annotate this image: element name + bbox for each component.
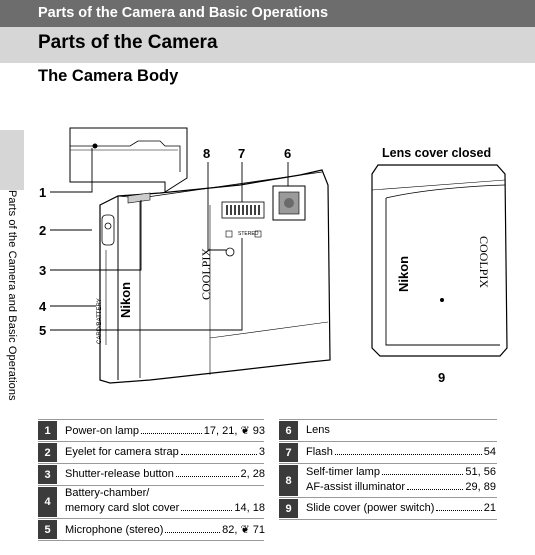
table-divider (279, 419, 497, 420)
callout-9: 9 (438, 370, 445, 385)
table-divider (279, 463, 497, 464)
row-entry: Flash 54 (306, 446, 496, 458)
table-row: 3 Shutter-release button 2, 28 (38, 465, 266, 484)
table-row: 7 Flash 54 (279, 443, 497, 462)
row-label: AF-assist illuminator (306, 481, 406, 493)
row-pages: 2, 28 (240, 468, 265, 480)
table-row: 1 Power-on lamp 17, 21, ❦ 93 (38, 421, 266, 440)
row-number: 9 (279, 499, 298, 518)
row-number: 1 (38, 421, 57, 440)
row-pages: 21 (483, 502, 496, 514)
row-number: 2 (38, 443, 57, 462)
table-divider (279, 441, 497, 442)
callout-6: 6 (284, 146, 291, 161)
row-pages: 54 (483, 446, 496, 458)
row-label: Eyelet for camera strap (65, 446, 179, 458)
top-view-inset (69, 127, 188, 193)
section-header-text: Parts of the Camera and Basic Operations (38, 5, 329, 21)
section-title: The Camera Body (38, 67, 179, 85)
row-label: Shutter-release button (65, 468, 174, 480)
row-pages: 29, 89 (465, 481, 496, 493)
row-number: 3 (38, 465, 57, 484)
callout-8: 8 (203, 146, 210, 161)
row-pages: 82, ❦ 71 (222, 524, 265, 536)
row-pages: 14, 18 (234, 502, 265, 514)
row-label: Self-timer lamp (306, 466, 380, 478)
callout-2: 2 (39, 223, 46, 238)
row-label: memory card slot cover (65, 502, 180, 514)
lens (272, 185, 306, 221)
page-title-bar: Parts of the Camera (0, 27, 535, 63)
table-divider (38, 419, 264, 420)
table-divider (279, 519, 497, 520)
table-divider (38, 485, 264, 486)
row-entry: Self-timer lamp 51, 56 (306, 466, 496, 478)
table-row: 8 Self-timer lamp 51, 56 AF-assist illumi… (279, 465, 497, 496)
closed-camera-model: COOLPIX (477, 236, 491, 288)
self-timer-lamp (225, 230, 262, 257)
row-pages: 17, 21, ❦ 93 (203, 425, 265, 437)
row-entry: Power-on lamp 17, 21, ❦ 93 (65, 424, 265, 437)
row-number: 7 (279, 443, 298, 462)
callout-4: 4 (39, 299, 47, 314)
row-label: Flash (306, 446, 333, 458)
table-row: 5 Microphone (stereo) 82, ❦ 71 (38, 520, 266, 539)
closed-camera-brand: Nikon (396, 256, 411, 292)
table-row: 2 Eyelet for camera strap 3 (38, 443, 266, 462)
row-entry: Shutter-release button 2, 28 (65, 468, 265, 480)
callout-3: 3 (39, 263, 46, 278)
row-entry: memory card slot cover 14, 18 (65, 502, 265, 514)
callout-1: 1 (39, 185, 46, 200)
closed-camera (371, 164, 508, 357)
row-label: Microphone (stereo) (65, 524, 164, 536)
row-label-line1: Battery-chamber/ (65, 487, 150, 499)
row-number: 5 (38, 520, 57, 539)
table-divider (38, 540, 264, 541)
section-header-bar: Parts of the Camera and Basic Operations (0, 0, 535, 27)
lens-cover-caption: Lens cover closed (382, 146, 491, 160)
table-divider (38, 441, 264, 442)
camera-model: COOLPIX (199, 248, 213, 300)
table-row: 9 Slide cover (power switch) 21 (279, 499, 497, 518)
stereo-label: STEREO (238, 231, 259, 237)
row-entry: Slide cover (power switch) 21 (306, 502, 496, 514)
row-entry: AF-assist illuminator 29, 89 (306, 481, 496, 493)
table-divider (38, 463, 264, 464)
row-entry: Eyelet for camera strap 3 (65, 446, 265, 458)
side-tab (0, 130, 24, 190)
table-divider (38, 518, 264, 519)
row-pages: 3 (258, 446, 265, 458)
page-title: Parts of the Camera (38, 32, 218, 53)
row-pages: 51, 56 (465, 466, 496, 478)
table-row: 4 Battery-chamber/ memory card slot cove… (38, 487, 266, 517)
callout-5: 5 (39, 323, 46, 338)
camera-brand: Nikon (118, 282, 133, 318)
flash (221, 201, 265, 219)
row-label: Lens (306, 424, 330, 436)
row-number: 6 (279, 421, 298, 440)
row-label: Power-on lamp (65, 425, 139, 437)
row-entry: Microphone (stereo) 82, ❦ 71 (65, 523, 265, 536)
table-row: 6 Lens (279, 421, 497, 440)
callout-7: 7 (238, 146, 245, 161)
row-number: 8 (279, 465, 298, 496)
row-label: Slide cover (power switch) (306, 502, 435, 514)
table-divider (279, 497, 497, 498)
card-battery-label: CARD/BATTERY (97, 298, 103, 344)
row-number: 4 (38, 487, 57, 517)
